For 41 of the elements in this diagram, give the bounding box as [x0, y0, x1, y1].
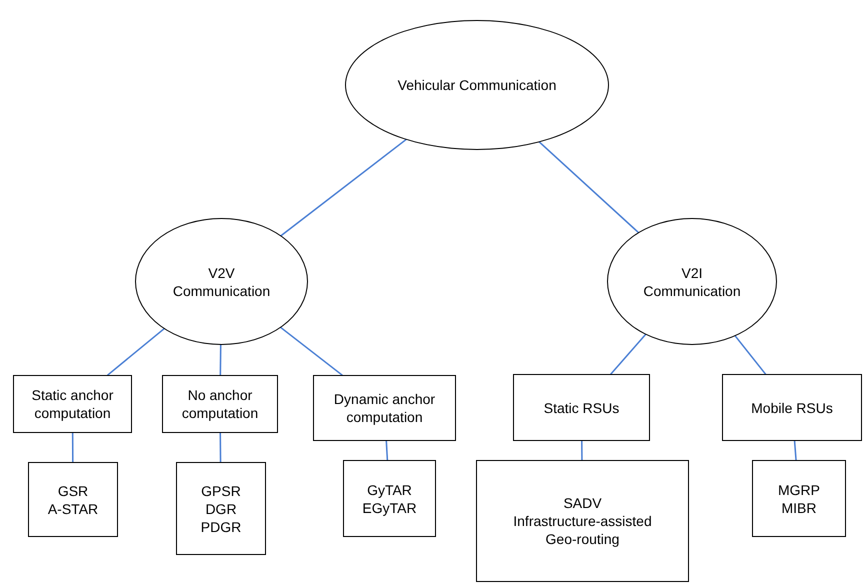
connector-line — [220, 432, 222, 462]
node-label: Infrastructure-assisted Geo-routing — [512, 512, 653, 548]
node-label: Static anchor computation — [30, 386, 114, 422]
node-label: EGyTAR — [362, 498, 417, 516]
category-box — [476, 460, 689, 582]
connector-line — [220, 344, 222, 376]
node-label: Static RSUs — [544, 398, 620, 416]
node-label: MIBR — [782, 498, 816, 516]
node-label: A-STAR — [48, 500, 98, 518]
category-box — [176, 462, 266, 555]
category-box — [313, 375, 456, 441]
node-label: GPSR — [201, 482, 241, 500]
node-label: V2I Communication — [642, 264, 742, 300]
node-label: SADV — [563, 494, 602, 512]
node-label: No anchor computation — [180, 386, 260, 422]
connector-line — [581, 440, 583, 461]
node-label: Vehicular Communication — [398, 76, 556, 94]
node-label: MGRP — [778, 480, 820, 498]
node-label: DGR — [205, 500, 237, 518]
node-label: V2V Communication — [172, 264, 272, 300]
node-label: GyTAR — [367, 480, 412, 498]
node-label: Dynamic anchor computation — [332, 390, 436, 426]
category-box — [752, 460, 846, 537]
connector-line — [610, 334, 646, 375]
category-box — [28, 462, 118, 537]
connector-line — [538, 141, 640, 234]
category-box — [162, 375, 278, 433]
category-box — [13, 375, 132, 433]
category-box — [343, 460, 436, 537]
node-label: Mobile RSUs — [751, 398, 833, 416]
connector-line — [280, 138, 407, 237]
connector-line — [386, 440, 388, 460]
connector-line — [72, 432, 74, 462]
node-label: GSR — [58, 482, 88, 500]
connector-line — [794, 440, 797, 460]
category-box — [513, 374, 650, 441]
connector-line — [280, 326, 343, 376]
node-label: PDGR — [200, 518, 242, 536]
connector-line — [106, 328, 165, 376]
category-box — [722, 374, 862, 441]
connector-line — [734, 335, 766, 375]
